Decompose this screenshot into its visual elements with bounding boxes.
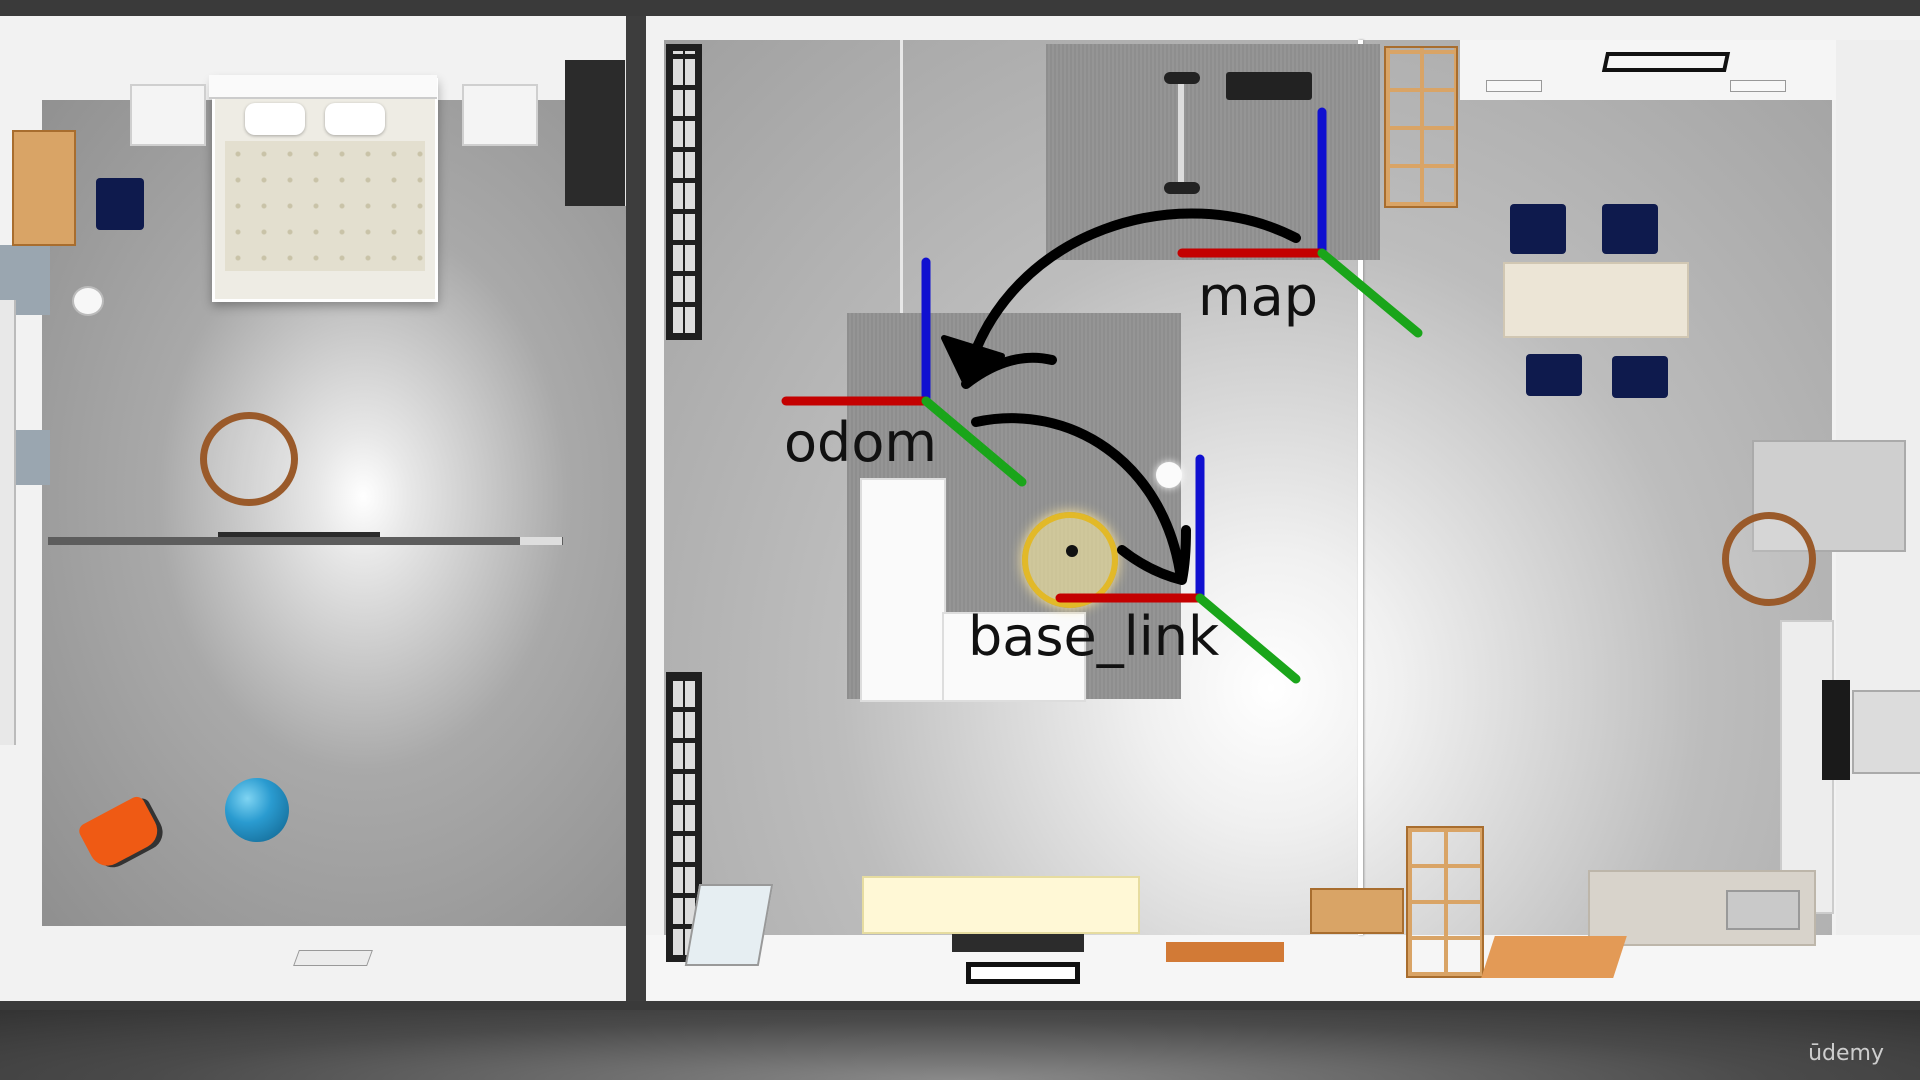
exercise-bench <box>1226 72 1312 100</box>
sofa-arm <box>942 612 1086 702</box>
barbell-plate-top <box>1164 72 1200 84</box>
stove <box>1822 680 1850 780</box>
barbell-bar <box>1178 78 1184 190</box>
dining-chair-2 <box>1602 204 1658 254</box>
left-wall-window-frame <box>0 300 16 745</box>
left-partition-wall <box>48 537 563 545</box>
wall-cabinet <box>1852 690 1920 774</box>
dining-table <box>1503 262 1689 338</box>
bench-bottom <box>1310 888 1404 934</box>
odom-frame-label: odom <box>784 411 937 474</box>
map-to-odom-arrow <box>941 208 1301 389</box>
map-frame <box>1177 107 1423 338</box>
wardrobe <box>565 60 631 206</box>
glass-partition-right <box>1358 40 1363 935</box>
shelf-top <box>1384 46 1458 208</box>
dining-chair-1 <box>1510 204 1566 254</box>
shelf-bottom <box>1406 826 1484 978</box>
pillow-left <box>245 103 305 135</box>
base-link-frame <box>1055 454 1301 684</box>
floor-lamp <box>1156 462 1182 488</box>
nightstand-left <box>130 84 206 146</box>
robot-sensor <box>1066 545 1078 557</box>
udemy-watermark: ūdemy <box>1808 1041 1884 1066</box>
window-left-upper <box>666 44 702 340</box>
base-link-frame-label: base_link <box>968 605 1220 668</box>
bed <box>209 75 438 302</box>
left-partition-wall-end <box>520 537 562 545</box>
bottom-band <box>0 1010 1920 1080</box>
desk-chair <box>96 178 144 230</box>
odom-to-base-link-arrow <box>971 413 1191 585</box>
odom-frame <box>781 257 1027 487</box>
barbell-plate-bottom <box>1164 182 1200 194</box>
map-y-axis <box>1317 248 1423 338</box>
base-link-y-axis <box>1195 593 1301 684</box>
tv-stand <box>862 876 1140 934</box>
window-left-lower <box>666 672 702 962</box>
nightstand-right <box>462 84 538 146</box>
pillow-right <box>325 103 385 135</box>
tv <box>952 934 1084 952</box>
map-frame-label: map <box>1198 265 1318 328</box>
bed-blanket <box>225 141 425 271</box>
dining-chair-3 <box>1526 354 1582 396</box>
robot-base <box>1022 512 1118 608</box>
sofa <box>860 478 946 702</box>
floor-mat <box>966 962 1080 984</box>
rug-orange <box>1166 942 1284 962</box>
bed-headboard <box>209 75 437 99</box>
kitchen-sink <box>1726 890 1800 930</box>
desk <box>12 130 76 246</box>
ceiling-vent-2 <box>1730 80 1786 92</box>
chandelier-left <box>200 412 298 506</box>
dining-chair-4 <box>1612 356 1668 398</box>
center-divider-wall <box>626 16 646 1001</box>
blue-ball <box>225 778 289 842</box>
odom-y-axis <box>921 396 1027 487</box>
left-partition-door <box>218 532 380 537</box>
trash-bin <box>72 286 104 316</box>
chandelier-right <box>1722 512 1816 606</box>
ceiling-vent-1 <box>1486 80 1542 92</box>
